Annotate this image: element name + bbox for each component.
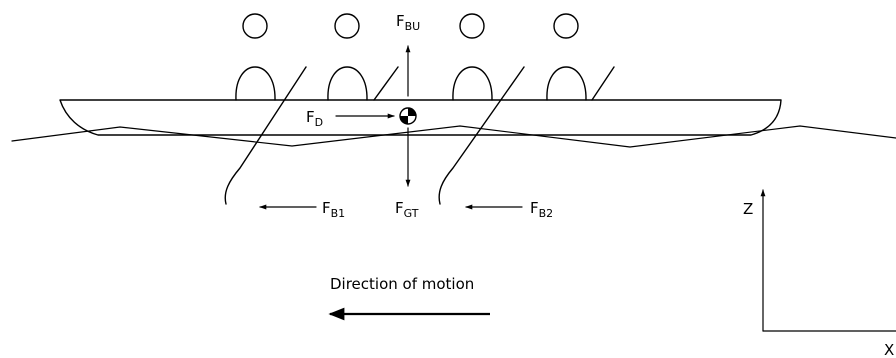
- direction-of-motion-caption: Direction of motion: [330, 275, 474, 293]
- oar-icon: [591, 66, 615, 101]
- oar-icon: [224, 66, 307, 205]
- rower-4: [546, 13, 587, 101]
- oar-icon: [373, 66, 399, 101]
- z-axis-label: Z: [743, 200, 753, 218]
- buoyancy-force-label: FBU: [396, 12, 420, 33]
- blade-1-force-label: FB1: [322, 199, 345, 220]
- rower-3: [452, 13, 493, 101]
- water-surface-line: [11, 125, 896, 148]
- x-axis-label: X: [884, 341, 894, 358]
- rower-icon: [334, 13, 360, 39]
- rower-1: [235, 13, 276, 101]
- rower-2: [327, 13, 368, 101]
- gravity-force-label: FGT: [395, 199, 419, 220]
- rower-icon: [553, 13, 579, 39]
- blade-2-force-label: FB2: [530, 199, 553, 220]
- boat-hull: [59, 99, 782, 136]
- rower-icon: [242, 13, 268, 39]
- center-of-mass-icon: [399, 107, 417, 125]
- rower-icon: [459, 13, 485, 39]
- oar-icon: [438, 66, 525, 205]
- drag-force-label: FD: [306, 108, 323, 129]
